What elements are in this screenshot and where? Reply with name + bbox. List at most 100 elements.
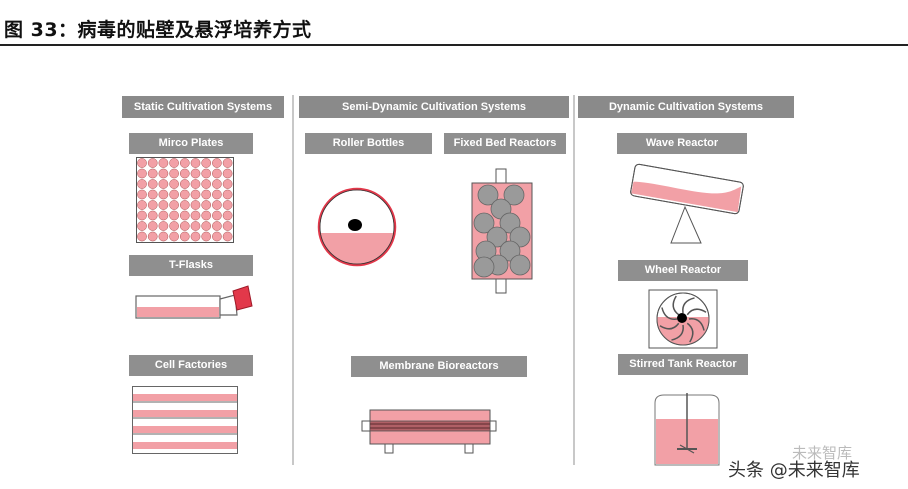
well (137, 158, 147, 168)
well (169, 221, 179, 231)
cell-factory-icon (132, 386, 238, 454)
well (201, 210, 212, 221)
well (179, 168, 190, 179)
wheel-vane (661, 307, 678, 320)
well (179, 179, 190, 189)
well (201, 168, 212, 179)
well (147, 179, 158, 189)
label-micro-plates: Mirco Plates (129, 133, 253, 154)
label-wheel-reactor: Wheel Reactor (618, 260, 748, 281)
well (190, 179, 201, 189)
well (190, 168, 201, 179)
well (190, 200, 201, 210)
wheel-vane (686, 322, 694, 343)
well (137, 200, 147, 210)
wheel-vane (686, 308, 707, 316)
header-semi-dynamic: Semi-Dynamic Cultivation Systems (299, 96, 569, 118)
carrier-sphere (477, 184, 499, 206)
wheel-vane (682, 297, 695, 314)
well (222, 158, 233, 168)
well (147, 200, 158, 210)
title-underline (0, 44, 908, 46)
well (201, 158, 212, 168)
column-divider-left (292, 95, 294, 465)
well (212, 158, 222, 168)
label-membrane-bioreactors: Membrane Bioreactors (351, 356, 527, 377)
well (222, 189, 233, 200)
figure-title: 图 33：病毒的贴壁及悬浮培养方式 (4, 19, 312, 41)
wheel-reactor-icon (648, 289, 718, 349)
well (158, 189, 169, 200)
column-divider-right (573, 95, 575, 465)
wheel-vane (672, 295, 680, 316)
wheel-vane (659, 322, 680, 330)
well (222, 168, 233, 179)
well (147, 231, 158, 242)
carrier-sphere (473, 256, 495, 278)
well (169, 189, 179, 200)
well (190, 231, 201, 242)
carrier-sphere (486, 226, 508, 248)
well (179, 158, 190, 168)
well (201, 231, 212, 242)
well (212, 179, 222, 189)
well (179, 221, 190, 231)
well (222, 210, 233, 221)
well (137, 210, 147, 221)
wave-reactor-icon (630, 163, 744, 244)
watermark-text: 头条 @未来智库 (728, 460, 860, 481)
well (158, 179, 169, 189)
wheel-vane (688, 318, 705, 331)
label-wave-reactor: Wave Reactor (617, 133, 747, 154)
well (190, 158, 201, 168)
carrier-sphere (473, 212, 495, 234)
stirred-tank-reactor-icon (654, 393, 720, 466)
label-fixed-bed-reactors: Fixed Bed Reactors (444, 133, 566, 154)
well (137, 221, 147, 231)
well (179, 189, 190, 200)
label-stirred-tank-reactor: Stirred Tank Reactor (618, 354, 748, 375)
well (169, 231, 179, 242)
well (147, 221, 158, 231)
well (212, 210, 222, 221)
well (190, 221, 201, 231)
well (169, 200, 179, 210)
well (137, 231, 147, 242)
well (158, 231, 169, 242)
label-cell-factories: Cell Factories (129, 355, 253, 376)
fixed-bed-reactor-icon (471, 168, 533, 294)
well (222, 221, 233, 231)
well (179, 200, 190, 210)
well (201, 200, 212, 210)
well (147, 189, 158, 200)
diagram-panel: Static Cultivation Systems Semi-Dynamic … (122, 93, 794, 466)
well (201, 179, 212, 189)
label-t-flasks: T-Flasks (129, 255, 253, 276)
wheel-vane (671, 324, 684, 341)
label-roller-bottles: Roller Bottles (305, 133, 432, 154)
well (137, 168, 147, 179)
well (212, 221, 222, 231)
header-static: Static Cultivation Systems (122, 96, 284, 118)
well (201, 221, 212, 231)
well (169, 168, 179, 179)
membrane-bioreactor-icon (361, 409, 497, 454)
t-flask-icon (135, 285, 253, 319)
well (158, 221, 169, 231)
well (190, 189, 201, 200)
well (179, 231, 190, 242)
well (158, 158, 169, 168)
well (158, 200, 169, 210)
well (179, 210, 190, 221)
well (190, 210, 201, 221)
micro-plate-icon (136, 157, 234, 243)
well (212, 189, 222, 200)
header-dynamic: Dynamic Cultivation Systems (578, 96, 794, 118)
well (212, 168, 222, 179)
well (158, 210, 169, 221)
well (147, 210, 158, 221)
well (212, 200, 222, 210)
well (201, 189, 212, 200)
carrier-sphere (509, 254, 531, 276)
well (147, 168, 158, 179)
